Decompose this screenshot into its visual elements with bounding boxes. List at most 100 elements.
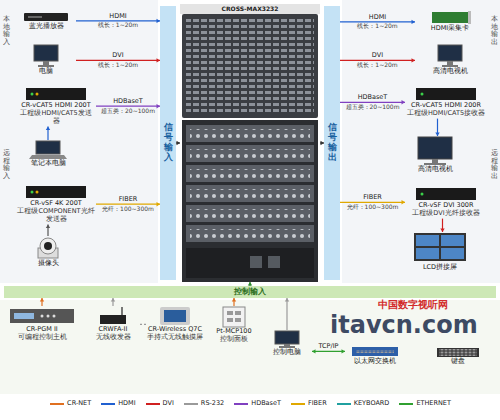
node-subtitle: 可编程控制主机 (5, 334, 79, 342)
legend-item: ETHERNET (398, 400, 451, 408)
computer-icon (34, 45, 58, 61)
receiver-icon (416, 88, 476, 100)
transmitter-icon (36, 93, 39, 96)
legend-text: HDMI (118, 400, 135, 408)
edge-label-text: HDMI (109, 13, 126, 20)
node-title: LCD拼接屏 (401, 264, 479, 272)
device: 电脑 (16, 44, 76, 77)
legend-sample (183, 401, 199, 407)
node-subtitle: 工程级COMPONENT光纤发送器 (17, 208, 95, 224)
panel-ground (0, 0, 158, 283)
edge-label-text: TCP/IP (318, 343, 338, 350)
control-pc-icon (275, 331, 299, 348)
video-wall-icon (416, 248, 439, 259)
connector (111, 298, 115, 306)
edge-label-text: DVI (372, 52, 383, 59)
legend-item: CR-NET (49, 400, 91, 408)
signal-band: 信号输入 (160, 6, 176, 280)
monitor-icon (447, 61, 453, 65)
node-subtitle: 手持式无线触摸屏 (147, 334, 203, 342)
capture-card-icon (468, 11, 471, 24)
wall-panel-icon (227, 311, 233, 315)
watermark: itavcn.com (330, 312, 478, 338)
matrix-chassis (182, 14, 318, 118)
monitor-icon (438, 45, 462, 61)
legend-line (146, 403, 160, 405)
connector-line (286, 298, 287, 330)
node-title: CRWFA-II (89, 326, 137, 334)
legend-text: ETHERNET (416, 400, 451, 408)
bluray-player-icon (24, 13, 68, 21)
matrix-chassis (186, 248, 314, 278)
node-title: 键盘 (426, 358, 489, 366)
connector-line (312, 351, 345, 352)
laptop-icon (29, 155, 67, 159)
edge-label-text: HDBaseT (113, 98, 143, 105)
camera-icon (38, 238, 58, 258)
panel-ground (0, 0, 500, 394)
arrow-head (312, 349, 316, 353)
node-title: 控制电脑 (263, 349, 311, 357)
legend-line (291, 403, 305, 405)
receiver-icon (416, 188, 476, 200)
control-host-icon (10, 309, 74, 323)
connector-line (96, 204, 160, 205)
node-subtitle: 工程级HDMI/CAT5接收器 (406, 110, 486, 118)
arrow-head (342, 349, 346, 353)
switch-icon (356, 350, 394, 353)
transmitter: CR-vCAT5 HDMI 200T工程级HDMI/CAT5发送器 (16, 86, 96, 126)
matrix-chassis (180, 4, 320, 282)
transmitter-icon (26, 186, 86, 198)
legend-text: HDBaseT (251, 400, 281, 408)
node-title: CR-Wireless Q7C (147, 326, 203, 334)
legend-sample (49, 401, 65, 407)
camera-icon (40, 238, 56, 254)
switch-icon (352, 347, 398, 356)
wireless-transceiver-icon (100, 307, 126, 324)
device: 高清电视机 (400, 136, 470, 175)
legend-line (50, 403, 64, 405)
node-subtitle: 无线收发器 (89, 334, 137, 342)
transmitter-icon (31, 93, 34, 96)
edge-label: HDBaseT (113, 98, 143, 105)
control-pc-icon (279, 346, 295, 348)
arrow-head (440, 229, 444, 233)
cable-length-text: 光纤：100~300m (347, 204, 399, 211)
laptop-icon (36, 141, 60, 154)
cable-length-text: 线长：1~20m (357, 23, 397, 30)
connector-line (76, 60, 160, 61)
control-device: 控制电脑 (262, 330, 312, 358)
cable-length: 光纤：100~300m (102, 206, 154, 213)
device: 摄像头 (20, 236, 76, 269)
connector (40, 298, 44, 306)
control-host-icon (53, 315, 56, 318)
device: LCD拼接屏 (400, 232, 480, 273)
watermark: 中国数字视听网 (378, 299, 448, 311)
computer-icon (38, 65, 54, 67)
receiver: CR-vCAT5 HDMI 200R工程级HDMI/CAT5接收器 (405, 86, 487, 119)
wall-panel-icon (235, 311, 241, 315)
cable-length-text: 线长：1~20m (98, 62, 138, 69)
matrix-chassis (180, 4, 320, 14)
transmitter-icon (31, 191, 34, 194)
device: 笔记本电脑 (20, 140, 76, 169)
connector-line (340, 202, 405, 203)
edge-label: DVI (372, 52, 383, 59)
video-wall-icon (441, 235, 464, 246)
legend-line (101, 403, 115, 405)
cable-length-text: 线长：1~20m (357, 62, 397, 69)
tv-icon (432, 159, 438, 163)
monitor-icon (442, 65, 458, 67)
legend-line (399, 403, 413, 405)
legend-sample (233, 401, 249, 407)
node-title: CROSS-MAX3232 (181, 4, 319, 14)
control-pc-icon (284, 344, 290, 346)
camera-icon (44, 242, 52, 250)
receiver-icon (416, 88, 476, 100)
wall-panel-icon (227, 318, 233, 322)
node-title: 信号输出 (328, 123, 337, 163)
keyboard-icon (437, 348, 479, 357)
connector-line (340, 60, 415, 61)
legend-sample (100, 401, 116, 407)
control-host-icon (47, 315, 50, 318)
